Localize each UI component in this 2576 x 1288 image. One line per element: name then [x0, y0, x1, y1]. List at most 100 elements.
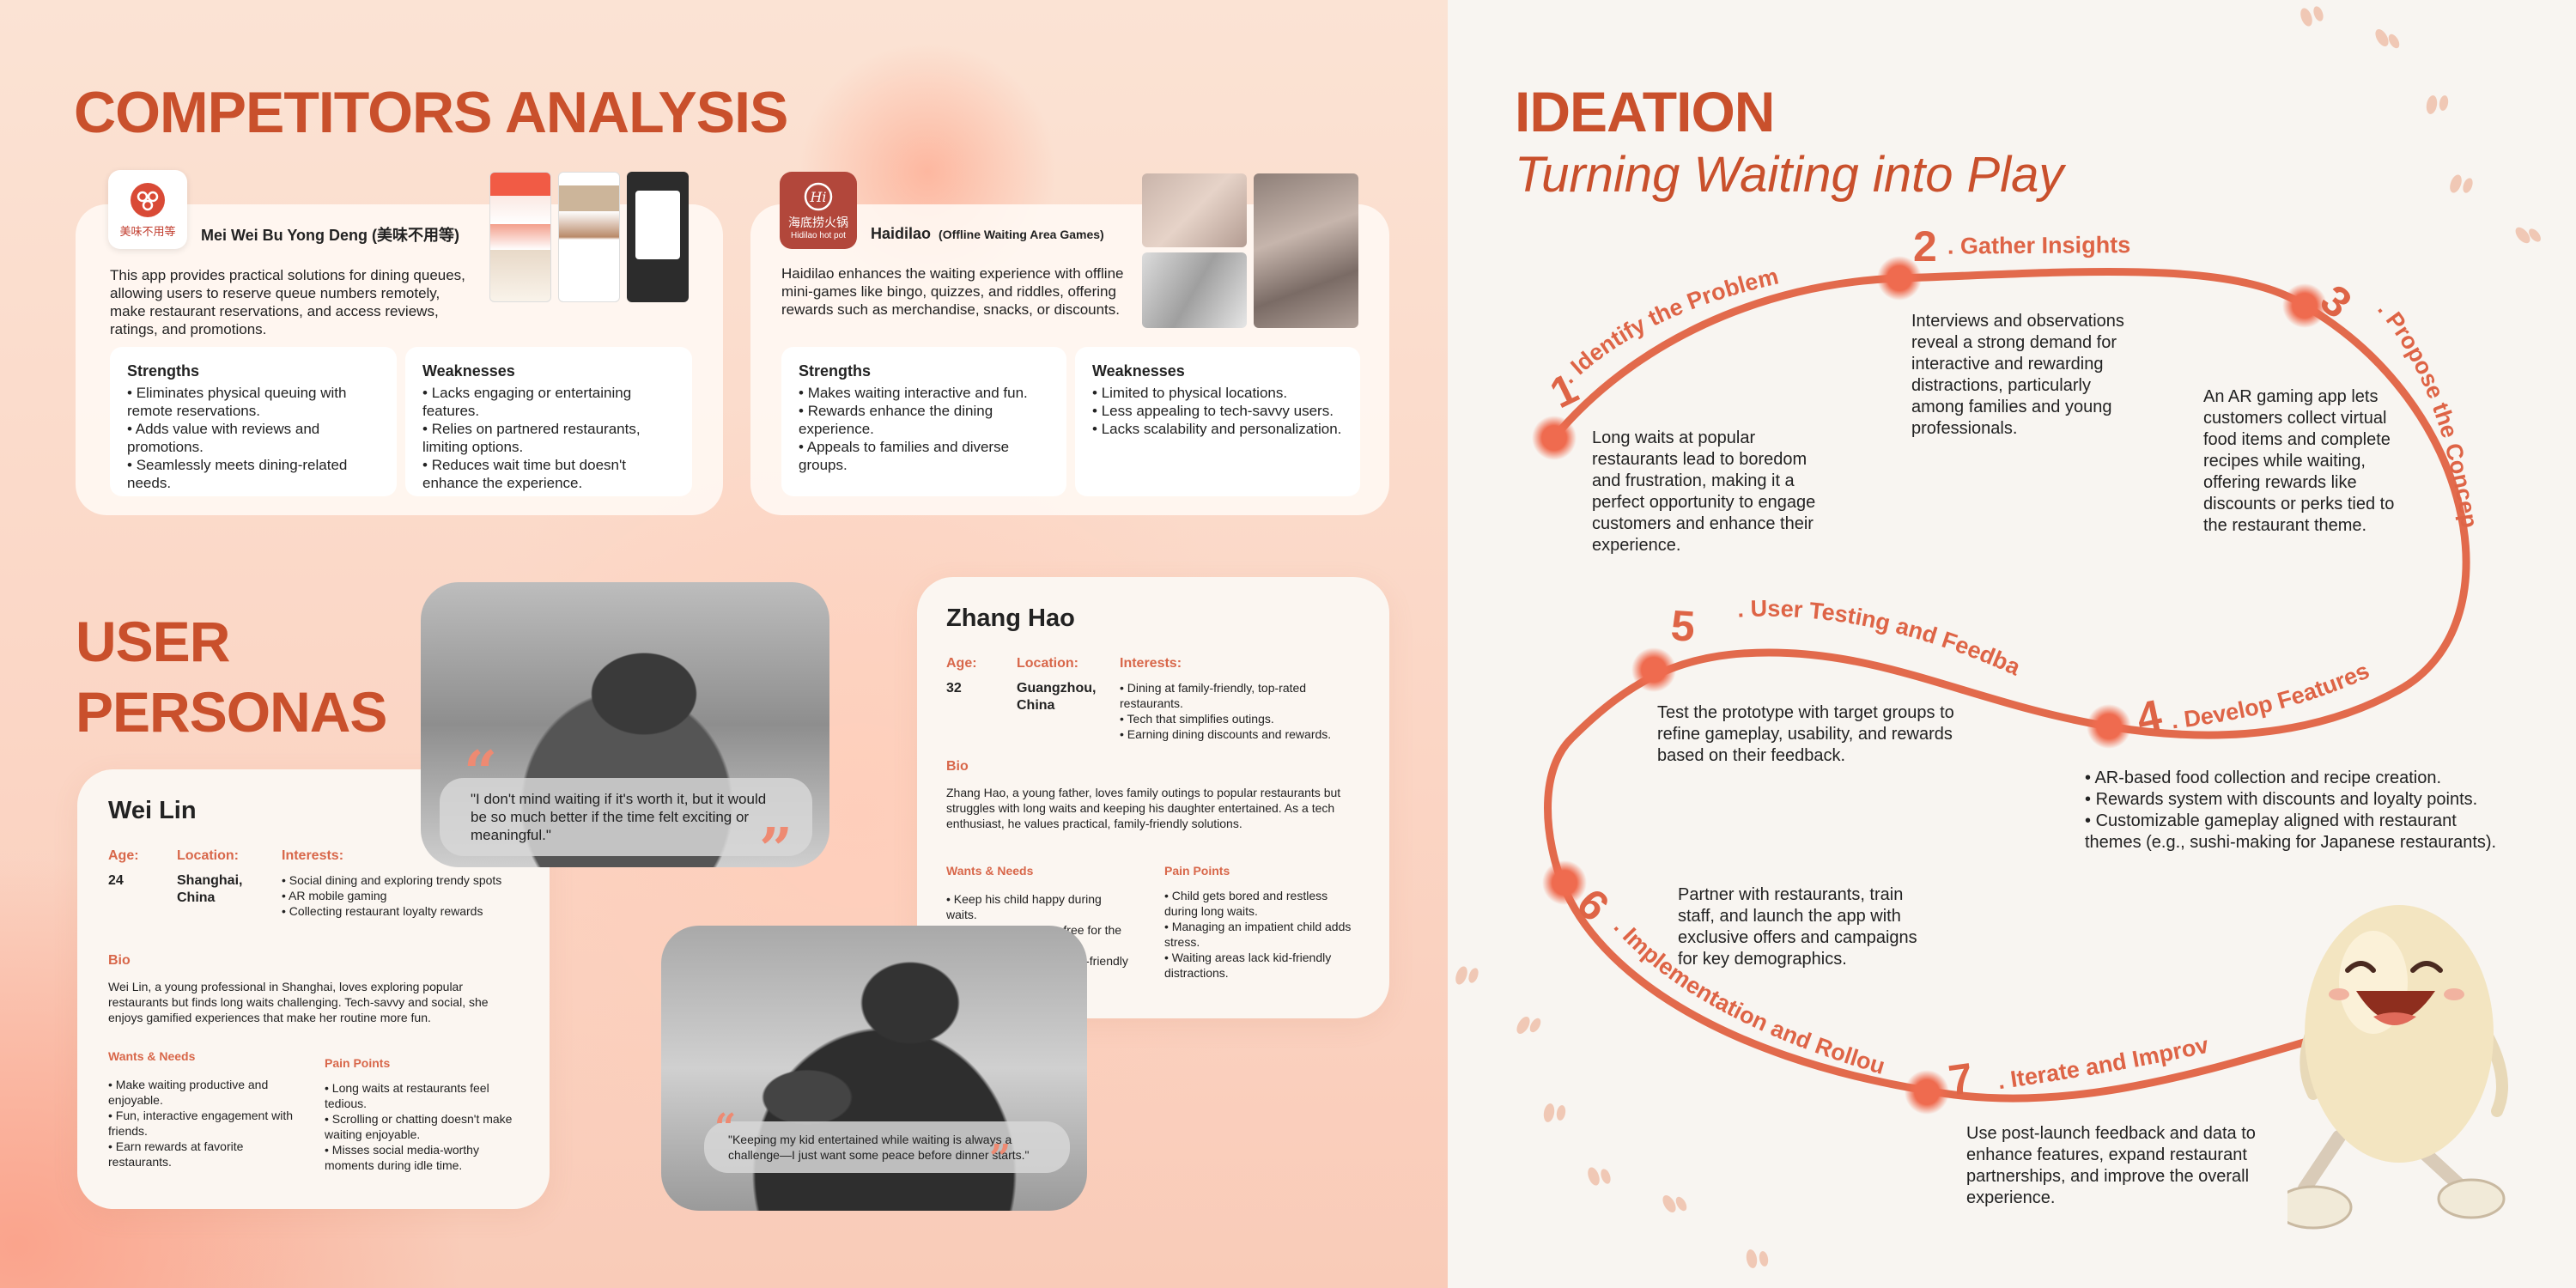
list-item: Collecting restaurant loyalty rewards — [282, 903, 513, 919]
wants-label: Wants & Needs — [108, 1049, 196, 1063]
step-dot — [1905, 1070, 1949, 1115]
haidilao-logo-sub: Hidilao hot pot — [791, 230, 846, 240]
list-item: Limited to physical locations. — [1092, 384, 1343, 402]
ideation-title: IDEATION — [1515, 80, 1775, 143]
wei-lin-quote: "I don't mind waiting if it's worth it, … — [440, 778, 812, 856]
list-item: Make waiting productive and enjoyable. — [108, 1077, 297, 1108]
meiwei-app-screenshot-1 — [489, 172, 551, 302]
list-item: Managing an impatient child adds stress. — [1164, 919, 1357, 950]
step-2-text: Interviews and observations reveal a str… — [1911, 312, 2124, 438]
list-item: Reduces wait time but doesn't enhance th… — [422, 456, 675, 492]
step-title: . Propose the Concept — [0, 0, 2482, 530]
list-item: Dining at family-friendly, top-rated res… — [1120, 680, 1362, 711]
haidilao-logo-text: 海底捞火锅 — [788, 215, 848, 229]
step-title: . Gather Insights — [1947, 232, 2130, 258]
step-dot — [1631, 647, 1676, 692]
step-dot — [1542, 860, 1587, 905]
location-value: Shanghai, China — [177, 873, 243, 905]
step-4-list: AR-based food collection and recipe crea… — [2085, 768, 2514, 854]
step-7-text: Use post-launch feedback and data to enh… — [1966, 1124, 2256, 1207]
persona-name: Wei Lin — [108, 797, 197, 824]
haidilao-logo: Hi 海底捞火锅 Hidilao hot pot — [780, 172, 857, 249]
footprint-icon — [2515, 227, 2541, 244]
wants-list: Make waiting productive and enjoyable. F… — [108, 1077, 297, 1170]
haidilao-logo-icon: Hi — [804, 182, 833, 210]
footprint-icon — [1746, 1249, 1769, 1268]
location-label: Location: — [1017, 656, 1078, 671]
step-dot — [1877, 256, 1922, 301]
quote-open-icon: “ — [464, 738, 498, 807]
quote-close-icon: ” — [989, 1137, 1012, 1181]
meiwei-strengths: Strengths Eliminates physical queuing wi… — [110, 347, 397, 496]
haidilao-photo-1 — [1142, 173, 1247, 247]
footprint-icon — [1662, 1195, 1687, 1212]
bio-label: Bio — [108, 953, 131, 968]
haidilao-photo-3 — [1142, 252, 1247, 328]
meiwei-weaknesses-title: Weaknesses — [422, 362, 515, 380]
list-item: Eliminates physical queuing with remote … — [127, 384, 380, 420]
footprint-icon — [2426, 95, 2449, 114]
list-item: Lacks engaging or entertaining features. — [422, 384, 675, 420]
step-number: 5 — [1669, 601, 1697, 651]
list-item: AR-based food collection and recipe crea… — [2085, 768, 2514, 789]
persona-name: Zhang Hao — [946, 605, 1075, 632]
meiwei-description: This app provides practical solutions fo… — [110, 267, 465, 337]
step-dot — [1532, 416, 1577, 460]
step-title: . User Testing and Feedback — [0, 0, 2025, 681]
footprint-icon — [1455, 966, 1479, 985]
list-item: Earn rewards at favorite restaurants. — [108, 1139, 297, 1170]
step-3-text: An AR gaming app lets customers collect … — [2203, 387, 2395, 535]
list-item: Fun, interactive engagement with friends… — [108, 1108, 297, 1139]
age-label: Age: — [108, 848, 139, 863]
list-item: Waiting areas lack kid-friendly distract… — [1164, 950, 1357, 981]
interests-label: Interests: — [282, 848, 344, 863]
footprint-icon — [1588, 1167, 1611, 1186]
haidilao-name: Haidilao (Offline Waiting Area Games) — [871, 225, 1104, 243]
haidilao-name-note: (Offline Waiting Area Games) — [939, 228, 1104, 241]
meiwei-weaknesses: Weaknesses Lacks engaging or entertainin… — [405, 347, 692, 496]
list-item: Relies on partnered restaurants, limitin… — [422, 420, 675, 456]
haidilao-strengths-title: Strengths — [799, 362, 872, 380]
list-item: AR mobile gaming — [282, 888, 513, 903]
list-item: Misses social media-worthy moments durin… — [325, 1142, 513, 1173]
list-item: Seamlessly meets dining-related needs. — [127, 456, 380, 492]
footprint-icon — [2450, 174, 2473, 193]
svg-text:Hi: Hi — [809, 189, 826, 205]
step-title: . Develop Features — [2170, 658, 2372, 734]
haidilao-description: Haidilao enhances the waiting experience… — [781, 265, 1124, 318]
location-label: Location: — [177, 848, 239, 863]
haidilao-strengths: Strengths Makes waiting interactive and … — [781, 347, 1066, 496]
meiwei-logo-text: 美味不用等 — [119, 224, 176, 238]
haidilao-name-text: Haidilao — [871, 225, 932, 242]
list-item: Scrolling or chatting doesn't make waiti… — [325, 1111, 513, 1142]
age-label: Age: — [946, 656, 977, 671]
list-item: Adds value with reviews and promotions. — [127, 420, 380, 456]
bio-label: Bio — [946, 759, 969, 774]
step-title: . Identify the Problem — [1556, 263, 1781, 388]
pain-list: Child gets bored and restless during lon… — [1164, 888, 1357, 981]
list-item: Makes waiting interactive and fun. — [799, 384, 1049, 402]
personas-title-line2: PERSONAS — [76, 680, 387, 744]
competitors-title: COMPETITORS ANALYSIS — [74, 80, 788, 145]
list-item: Rewards system with discounts and loyalt… — [2085, 789, 2514, 811]
journey-line — [1544, 267, 2470, 1103]
step-6-text: Partner with restaurants, train staff, a… — [1678, 885, 1917, 969]
step-dot — [2087, 704, 2131, 749]
pain-list: Long waits at restaurants feel tedious. … — [325, 1080, 513, 1173]
interests-label: Interests: — [1120, 656, 1182, 671]
age-value: 24 — [108, 873, 124, 888]
list-item: Child gets bored and restless during lon… — [1164, 888, 1357, 919]
quote-open-icon: “ — [714, 1106, 737, 1150]
list-item: Rewards enhance the dining experience. — [799, 402, 1049, 438]
haidilao-weaknesses: Weaknesses Limited to physical locations… — [1075, 347, 1360, 496]
meiwei-name: Mei Wei Bu Yong Deng (美味不用等) — [201, 227, 459, 244]
step-dot — [2282, 283, 2327, 328]
pain-label: Pain Points — [1164, 864, 1230, 878]
list-item: Keep his child happy during waits. — [946, 891, 1135, 922]
list-item: Social dining and exploring trendy spots — [282, 872, 513, 888]
list-item: Less appealing to tech-savvy users. — [1092, 402, 1343, 420]
interests-list: Social dining and exploring trendy spots… — [282, 872, 513, 919]
egg-mascot-illustration — [2287, 905, 2508, 1230]
quote-close-icon: ” — [759, 816, 793, 884]
